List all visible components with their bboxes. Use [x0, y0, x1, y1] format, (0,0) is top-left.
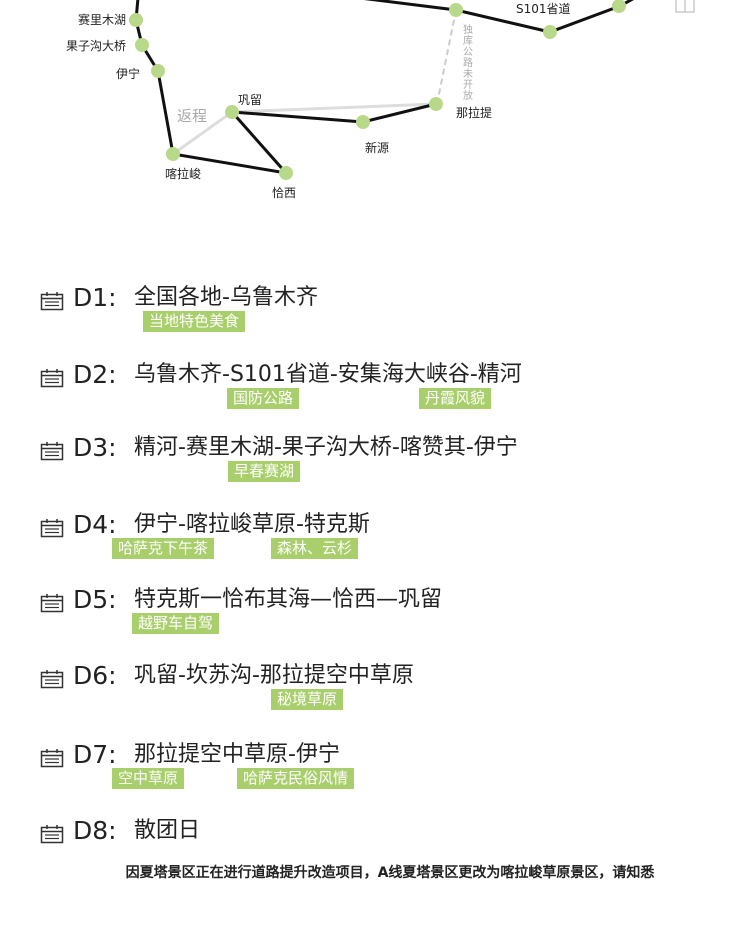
day-code: D6: — [73, 661, 117, 690]
label-gongliu: 巩留 — [238, 93, 262, 107]
day-row-2: D2: 乌鲁木齐-S101省道-安集海大峡谷-精河 国防公路 丹霞风貌 — [40, 360, 720, 420]
return-route-line — [172, 102, 437, 156]
day-tag: 当地特色美食 — [143, 311, 246, 332]
day-code: D1: — [73, 283, 117, 312]
day-row-5: D5: 特克斯一恰布其海—恰西—巩留 越野车自驾 — [40, 585, 720, 645]
day-route: 乌鲁木齐-S101省道-安集海大峡谷-精河 — [134, 362, 522, 387]
node-guozigou — [135, 38, 149, 52]
day-tag: 哈萨克民俗风情 — [237, 768, 355, 789]
label-xinyuan: 新源 — [365, 140, 389, 155]
day-code: D2: — [73, 360, 117, 389]
node-nalati — [429, 97, 443, 111]
day-row-4: D4: 伊宁-喀拉峻草原-特克斯 哈萨克下午茶 森林、云杉 — [40, 510, 720, 570]
label-guozigou: 果子沟大桥 — [66, 39, 126, 53]
route-map: 赛里木湖 果子沟大桥 伊宁 喀拉峻 巩留 恰西 新源 那拉提 S101省道 返程… — [66, 0, 695, 200]
day-tag: 丹霞风貌 — [419, 388, 492, 409]
day-tag: 空中草原 — [112, 768, 185, 789]
closed-road-line — [436, 9, 457, 105]
node-yining — [151, 64, 165, 78]
node-qiaxi — [279, 166, 293, 180]
calendar-icon — [40, 825, 64, 844]
node-dushanzi — [449, 3, 463, 17]
node-xinyuan — [356, 115, 370, 129]
label-closed-road: 独库公路未开放 — [461, 23, 473, 101]
node-sailimu — [129, 13, 143, 27]
label-sailimu: 赛里木湖 — [78, 12, 126, 27]
day-route: 巩留-坎苏沟-那拉提空中草原 — [134, 663, 414, 688]
main-route-line — [134, 0, 437, 176]
day-row-6: D6: 巩留-坎苏沟-那拉提空中草原 秘境草原 — [40, 661, 720, 721]
calendar-icon — [40, 442, 64, 461]
day-tag: 森林、云杉 — [271, 538, 359, 559]
label-yining: 伊宁 — [116, 66, 140, 81]
node-s101 — [543, 25, 557, 39]
day-row-1: D1: 全国各地-乌鲁木齐 当地特色美食 — [40, 283, 720, 343]
label-return: 返程 — [177, 107, 207, 125]
calendar-icon — [40, 594, 64, 613]
label-qiaxi: 恰西 — [272, 185, 296, 200]
day-code: D4: — [73, 510, 117, 539]
day-route: 全国各地-乌鲁木齐 — [134, 285, 318, 310]
day-row-7: D7: 那拉提空中草原-伊宁 空中草原 哈萨克民俗风情 — [40, 740, 720, 800]
day-route: 特克斯一恰布其海—恰西—巩留 — [134, 587, 443, 612]
label-nalati: 那拉提 — [456, 105, 492, 120]
day-row-8: D8: 散团日 — [40, 816, 720, 876]
day-code: D7: — [73, 740, 117, 769]
node-kalajun — [166, 147, 180, 161]
calendar-icon — [40, 670, 64, 689]
day-tag: 早春赛湖 — [228, 461, 301, 482]
footnote: 因夏塔景区正在进行道路提升改造项目，A线夏塔景区更改为喀拉峻草原景区，请知悉 — [125, 865, 655, 881]
day-route: 精河-赛里木湖-果子沟大桥-喀赞其-伊宁 — [134, 435, 518, 460]
calendar-icon — [40, 519, 64, 538]
main-route-line-north — [363, 0, 635, 34]
day-route: 伊宁-喀拉峻草原-特克斯 — [134, 512, 370, 537]
day-route: 那拉提空中草原-伊宁 — [134, 742, 340, 767]
day-row-3: D3: 精河-赛里木湖-果子沟大桥-喀赞其-伊宁 早春赛湖 — [40, 433, 720, 493]
calendar-icon — [40, 292, 64, 311]
day-tag: 秘境草原 — [271, 689, 344, 710]
node-east — [612, 0, 626, 13]
day-code: D8: — [73, 816, 117, 845]
day-code: D5: — [73, 585, 117, 614]
day-route: 散团日 — [134, 818, 201, 843]
day-tag: 国防公路 — [227, 388, 300, 409]
day-tag: 哈萨克下午茶 — [112, 538, 215, 559]
mountain-icon — [675, 0, 695, 13]
calendar-icon — [40, 749, 64, 768]
calendar-icon — [40, 369, 64, 388]
day-tag: 越野车自驾 — [132, 613, 220, 634]
node-gongliu — [225, 105, 239, 119]
label-s101: S101省道 — [516, 2, 571, 16]
day-code: D3: — [73, 433, 117, 462]
label-kalajun: 喀拉峻 — [165, 166, 201, 181]
